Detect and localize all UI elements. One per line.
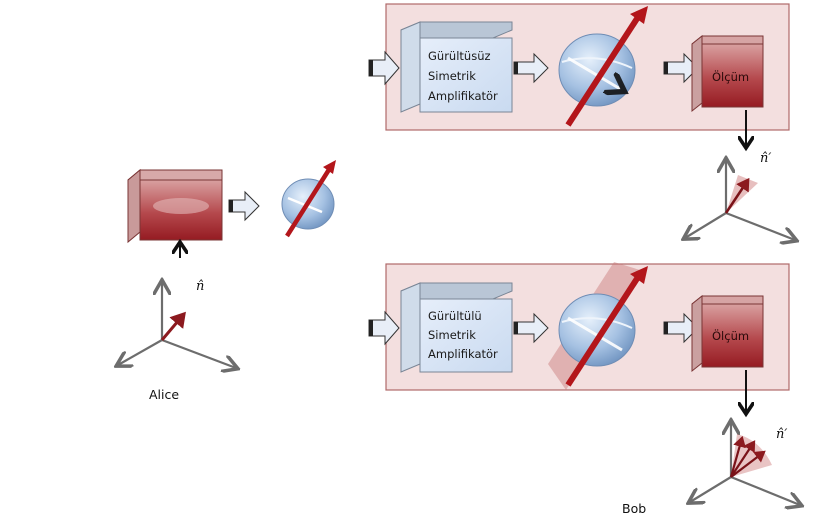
spin-arrow — [565, 12, 643, 127]
uncertainty-cone — [726, 175, 758, 213]
arrow-amp-to-spin — [513, 312, 549, 344]
arrow-to-measurement — [663, 312, 699, 344]
amplifier-box-noisy: Gürültülü Simetrik Amplifikatör — [400, 282, 513, 373]
alice-label: Alice — [149, 387, 179, 402]
output-vector-1 — [729, 435, 746, 478]
output-vector-2 — [730, 440, 756, 478]
output-vector-3 — [730, 450, 766, 478]
bob-label: Bob — [622, 501, 646, 516]
alice-axes: n̂ — [118, 279, 236, 368]
amplifier-line-3: Amplifikatör — [428, 89, 498, 103]
measurement-label: Ölçüm — [712, 68, 749, 84]
amplifier-line-2: Simetrik — [428, 328, 476, 342]
n-prime-label: n̂′ — [776, 427, 787, 442]
n-hat-label: n̂ — [196, 279, 204, 294]
input-arrow — [368, 310, 400, 346]
arrow-amp-to-spin — [513, 52, 549, 84]
spin-state-sphere — [558, 6, 648, 127]
arrow-source-to-spin — [228, 190, 260, 222]
bob-axes-bottom: n̂′ — [690, 422, 800, 505]
measurement-box: Ölçüm — [691, 294, 764, 373]
amplifier-line-1: Gürültülü — [428, 309, 482, 323]
amplifier-line-3: Amplifikatör — [428, 347, 498, 361]
output-vector — [724, 177, 750, 214]
spin-state-sphere-noisy — [548, 262, 648, 390]
amplifier-box-noiseless: Gürültüsüz Simetrik Amplifikatör — [400, 21, 513, 113]
bob-axes-top: n̂′ — [685, 151, 795, 240]
measurement-label: Ölçüm — [712, 327, 749, 343]
spin-arrow — [565, 272, 643, 387]
amplifier-line-2: Simetrik — [428, 69, 476, 83]
arrow-to-measurement — [663, 52, 699, 84]
n-prime-label: n̂′ — [760, 151, 771, 166]
top-panel: Gürültüsüz Simetrik Amplifikatör — [368, 3, 790, 146]
bottom-panel: Gürültülü Simetrik Amplifikatör Ölçüm — [368, 262, 790, 412]
alice-vector — [160, 311, 186, 341]
input-arrow — [368, 50, 400, 86]
alice-spin-arrow — [285, 166, 332, 238]
alice-source — [127, 160, 336, 258]
amplifier-line-1: Gürültüsüz — [428, 49, 491, 63]
measurement-box: Ölçüm — [691, 34, 764, 113]
